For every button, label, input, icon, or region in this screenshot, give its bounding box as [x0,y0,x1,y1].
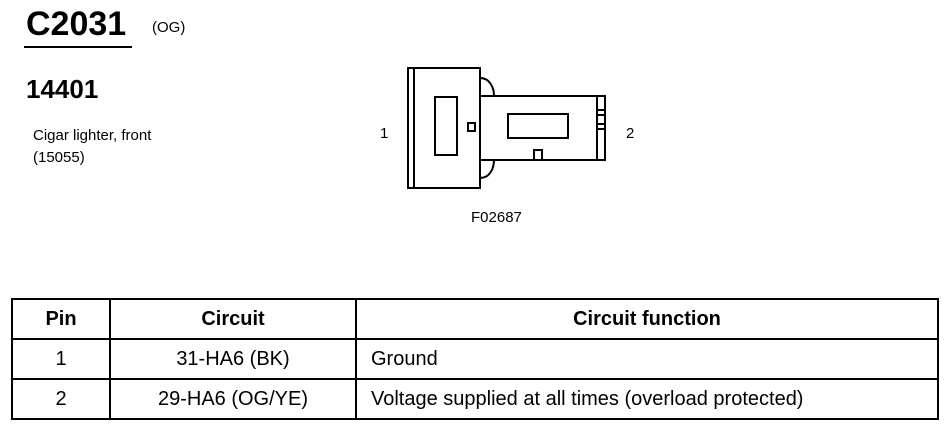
housing-tab [467,122,476,132]
description-line-1: Cigar lighter, front [33,127,152,144]
latch-top [479,77,495,97]
end-notch-bottom [596,123,606,130]
end-notch-top [596,109,606,116]
cell-circuit: 29-HA6 (OG/YE) [109,378,357,420]
cell-pin: 1 [11,338,111,380]
connector-diagram: 1 2 [380,67,634,189]
pin-label-left: 1 [380,125,388,142]
part-number: 14401 [26,74,99,104]
latch-bottom [479,159,495,179]
cell-circuit: 31-HA6 (BK) [109,338,357,380]
table-row: 2 29-HA6 (OG/YE) Voltage supplied at all… [11,378,939,420]
figure-id: F02687 [471,209,522,226]
description-line-2: (15055) [33,149,85,166]
connector-id: C2031 [26,5,127,43]
cavity-left [434,96,458,156]
table-row: 1 31-HA6 (BK) Ground [11,338,939,380]
header-circuit-function: Circuit function [355,298,939,340]
pinout-table: Pin Circuit Circuit function 1 31-HA6 (B… [11,298,939,420]
pin-label-right: 2 [626,125,634,142]
cell-pin: 2 [11,378,111,420]
connector-color: (OG) [152,19,186,36]
cavity-right [507,113,569,139]
bottom-key [533,149,543,161]
connector-housing-left [407,67,481,189]
header-pin: Pin [11,298,111,340]
connector-id-underline [24,46,132,48]
table-header-row: Pin Circuit Circuit function [11,298,939,340]
cell-function: Ground [355,338,939,380]
cell-function: Voltage supplied at all times (overload … [355,378,939,420]
header-circuit: Circuit [109,298,357,340]
